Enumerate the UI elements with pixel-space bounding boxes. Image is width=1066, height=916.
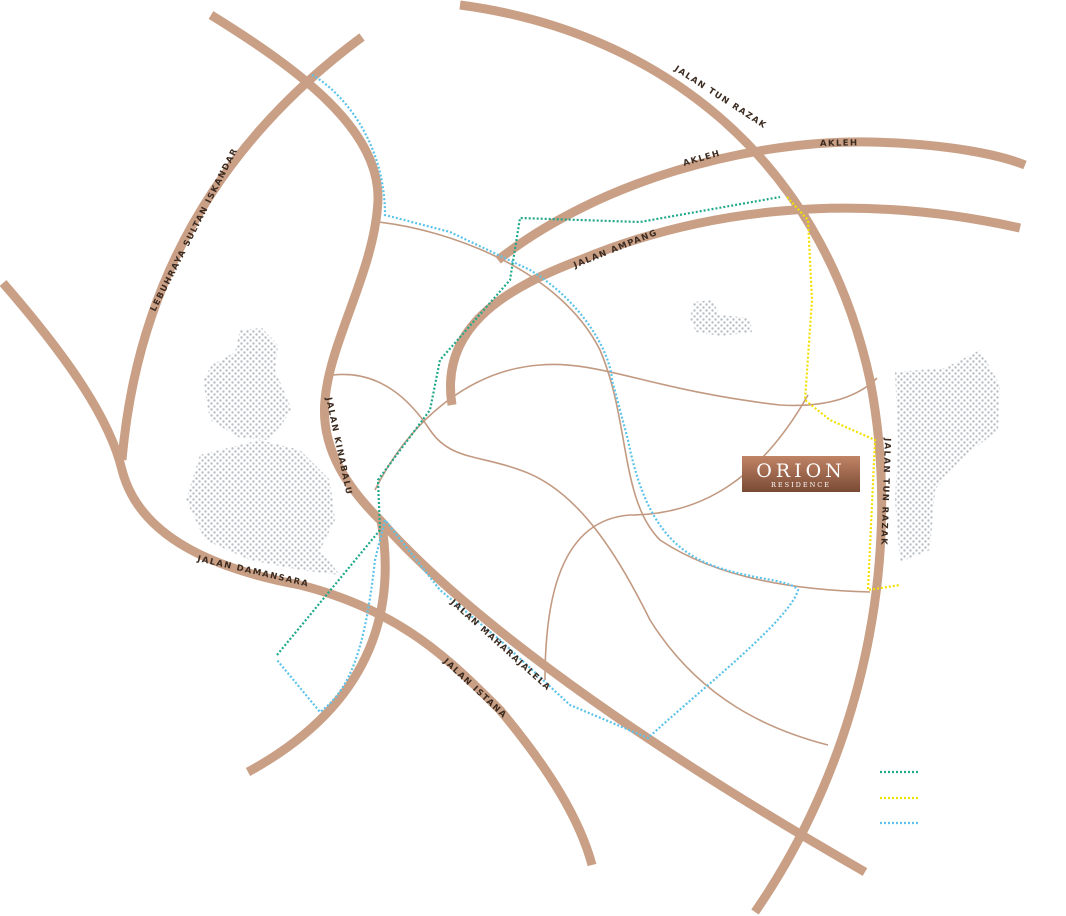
road-jalan-tun-razak xyxy=(459,0,887,915)
route-blue xyxy=(276,74,800,740)
major-roads xyxy=(0,0,1027,915)
road-connector-south xyxy=(245,519,390,776)
orion-residence-marker[interactable]: ORION RESIDENCE xyxy=(742,456,860,492)
label-sultan-iskandar: LEBUHRAYA SULTAN ISKANDAR xyxy=(149,146,241,313)
label-jalan-ampang: JALAN AMPANG xyxy=(571,228,659,271)
road-akleh xyxy=(495,137,1027,264)
park-area-lake-gardens-south xyxy=(186,440,340,575)
road-sultan-iskandar xyxy=(117,33,365,461)
park-area-titiwangsa xyxy=(895,350,1000,562)
road-jalan-ampang xyxy=(446,203,1021,406)
route-yellow xyxy=(786,196,901,592)
route-green xyxy=(276,195,781,656)
label-jalan-istana: JALAN ISTANA xyxy=(440,656,508,721)
label-jalan-tun-razak-east: JALAN TUN RAZAK xyxy=(878,437,892,546)
logo-subtitle: RESIDENCE xyxy=(771,481,831,489)
route-legend xyxy=(880,770,920,825)
label-akleh-2: AKLEH xyxy=(820,138,859,149)
logo-name: ORION xyxy=(756,460,846,482)
park-area-small xyxy=(690,300,752,336)
park-area-lake-gardens-north xyxy=(203,328,292,440)
road-jalan-damansara xyxy=(0,280,597,867)
road-jalan-kinabalu xyxy=(208,11,868,876)
